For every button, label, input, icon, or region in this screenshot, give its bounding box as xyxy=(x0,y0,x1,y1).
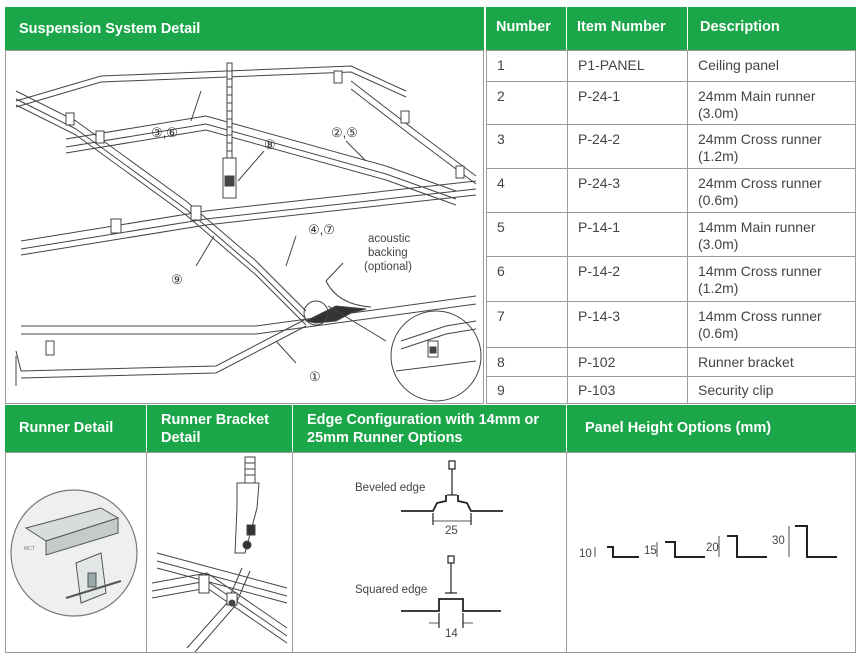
height-option-30: 30 xyxy=(772,535,785,547)
runner-detail-header: Runner Detail xyxy=(19,420,114,436)
panel-height-drawing: 10 15 20 30 xyxy=(579,525,837,560)
cell-number: 2 xyxy=(497,88,505,104)
callout-2-5: ②,⑤ xyxy=(331,125,358,140)
bracket-detail-panel xyxy=(146,452,293,653)
table-row: 2 P-24-1 24mm Main runner (3.0m) xyxy=(487,82,855,124)
runner-detail-panel: MCT xyxy=(5,452,147,653)
height-option-15: 15 xyxy=(644,545,657,557)
cell-description: Ceiling panel xyxy=(698,57,779,73)
cell-number: 6 xyxy=(497,263,505,279)
cell-number: 3 xyxy=(497,131,505,147)
edge-config-drawing: Beveled edge 25 Squared edge 14 xyxy=(355,460,503,640)
cell-item: P1-PANEL xyxy=(578,57,645,73)
cell-description: 24mm Cross runner (0.6m) xyxy=(698,175,822,208)
table-row: 1 P1-PANEL Ceiling panel xyxy=(487,51,855,81)
cell-item: P-103 xyxy=(578,382,616,398)
suspension-header: Suspension System Detail xyxy=(5,7,484,50)
callout-4-7: ④,⑦ xyxy=(308,222,335,237)
cell-item: P-14-2 xyxy=(578,263,621,279)
beveled-dimension: 25 xyxy=(445,525,458,537)
panel-height-panel: 10 15 20 30 xyxy=(566,452,856,653)
height-option-20: 20 xyxy=(706,542,719,554)
cell-item: P-24-2 xyxy=(578,131,621,147)
squared-dimension: 14 xyxy=(445,628,458,640)
cell-item: P-14-3 xyxy=(578,308,621,324)
cell-description: Security clip xyxy=(698,382,774,398)
table-header-row xyxy=(486,7,856,50)
cell-number: 5 xyxy=(497,219,505,235)
callout-8: ⑧ xyxy=(264,137,276,152)
cell-description: 14mm Main runner (3.0m) xyxy=(698,219,816,252)
beveled-edge-label: Beveled edge xyxy=(355,482,425,494)
cell-number: 8 xyxy=(497,354,505,370)
table-row: 6 P-14-2 14mm Cross runner (1.2m) xyxy=(487,257,855,301)
table-row: 7 P-14-3 14mm Cross runner (0.6m) xyxy=(487,302,855,347)
cell-item: P-24-3 xyxy=(578,175,621,191)
callout-9: ⑨ xyxy=(171,272,183,287)
parts-table: 1 P1-PANEL Ceiling panel 2 P-24-1 24mm M… xyxy=(486,50,856,404)
cell-item: P-102 xyxy=(578,354,616,370)
table-header-number: Number xyxy=(496,19,551,35)
squared-edge-label: Squared edge xyxy=(355,584,427,596)
bracket-detail-header: Runner Bracket Detail xyxy=(161,412,269,446)
suspension-title: Suspension System Detail xyxy=(19,21,201,37)
bracket-detail-image xyxy=(151,456,288,652)
cell-number: 9 xyxy=(497,382,505,398)
cell-number: 4 xyxy=(497,175,505,191)
table-row: 5 P-14-1 14mm Main runner (3.0m) xyxy=(487,213,855,256)
suspension-drawing-panel: ③,⑥ ②,⑤ ⑧ ④,⑦ ⑨ ① acoustic backing (opti… xyxy=(5,50,484,404)
callout-3-6: ③,⑥ xyxy=(151,125,178,140)
edge-config-header: Edge Configuration with 14mm or 25mm Run… xyxy=(307,412,540,446)
cell-description: Runner bracket xyxy=(698,354,794,370)
cell-description: 14mm Cross runner (1.2m) xyxy=(698,263,822,296)
edge-config-panel: Beveled edge 25 Squared edge 14 xyxy=(292,452,567,653)
table-row: 3 P-24-2 24mm Cross runner (1.2m) xyxy=(487,125,855,168)
cell-number: 1 xyxy=(497,57,505,73)
callout-1: ① xyxy=(309,369,321,384)
acoustic-label-2: backing xyxy=(368,247,408,259)
cell-description: 14mm Cross runner (0.6m) xyxy=(698,308,822,341)
cell-item: P-24-1 xyxy=(578,88,621,104)
table-row: 9 P-103 Security clip xyxy=(487,377,855,403)
acoustic-label-1: acoustic xyxy=(368,233,410,245)
acoustic-label-3: (optional) xyxy=(364,261,412,273)
cell-description: 24mm Cross runner (1.2m) xyxy=(698,131,822,164)
table-header-description: Description xyxy=(700,19,780,35)
height-option-10: 10 xyxy=(579,548,592,560)
cell-number: 7 xyxy=(497,308,505,324)
runner-detail-image: MCT xyxy=(10,489,138,617)
panel-height-header: Panel Height Options (mm) xyxy=(585,420,772,436)
table-row: 8 P-102 Runner bracket xyxy=(487,348,855,376)
table-row: 4 P-24-3 24mm Cross runner (0.6m) xyxy=(487,169,855,212)
svg-text:MCT: MCT xyxy=(24,546,35,552)
cell-description: 24mm Main runner (3.0m) xyxy=(698,88,816,121)
table-header-item: Item Number xyxy=(577,19,666,35)
cell-item: P-14-1 xyxy=(578,219,621,235)
suspension-drawing: ③,⑥ ②,⑤ ⑧ ④,⑦ ⑨ ① acoustic backing (opti… xyxy=(15,62,482,402)
